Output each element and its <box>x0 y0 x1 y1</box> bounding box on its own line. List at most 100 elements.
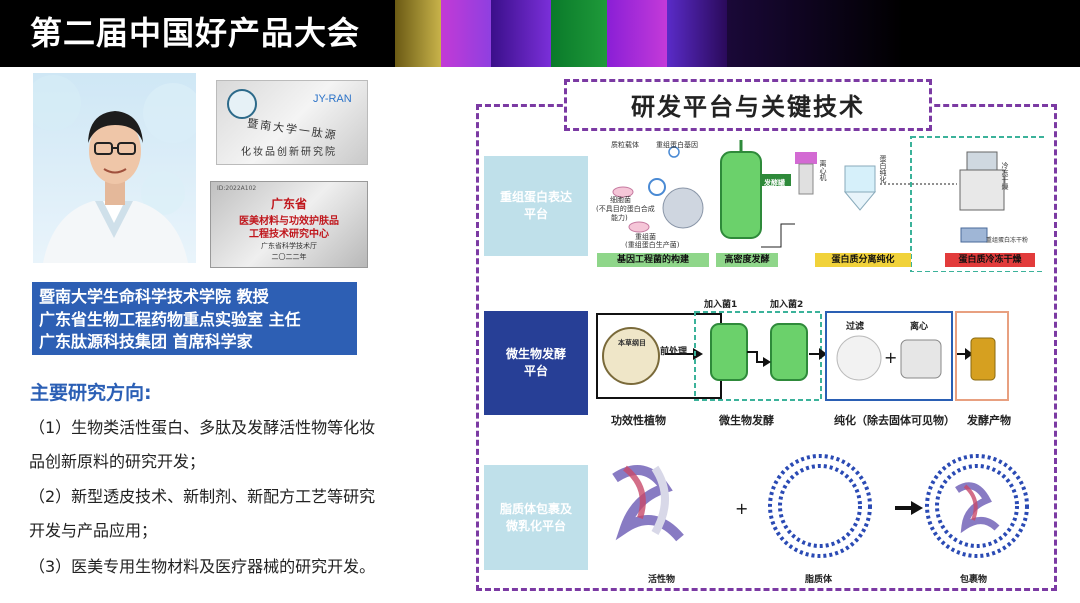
row-label-text: 微生物发酵 <box>505 347 566 361</box>
liposome-diagram: + <box>612 454 1029 558</box>
conference-title: 第二届中国好产品大会 <box>30 14 361 52</box>
centrifuge-icon <box>798 163 814 195</box>
diagram-note: 重组蛋白冻干粉 <box>986 237 1029 244</box>
diagram-note: 蛋白纯化 <box>879 155 887 183</box>
decor-stripe <box>607 0 667 67</box>
fermenter-label: 发酵罐 <box>764 179 785 187</box>
research-title: 主要研究方向: <box>30 382 152 404</box>
encapsulated-liposome-icon <box>925 454 1029 558</box>
company-logo: JY-RAN <box>313 93 352 105</box>
profile-line: 广东省生物工程药物重点实验室 主任 <box>39 310 301 329</box>
decor-stripe <box>395 0 441 67</box>
decor-stripe <box>667 0 727 67</box>
cell-icon <box>628 221 650 233</box>
step-caption: 发酵产物 <box>967 414 1011 427</box>
diagram-note: 冷冻干燥 <box>1001 162 1009 190</box>
header-bar: 第二届中国好产品大会 <box>0 0 1080 67</box>
row-label-fermentation: 微生物发酵平台 <box>484 311 588 415</box>
diagram-note: 能力) <box>611 214 628 222</box>
step-caption: 功效性植物 <box>611 414 666 427</box>
centrifuge-tube-icon <box>795 152 817 164</box>
portrait-illustration <box>33 75 196 263</box>
platform-title: 研发平台与关键技术 <box>631 93 865 121</box>
plaque-line: 医美材料与功效护肤品 <box>239 216 339 227</box>
row-label-text: 重组蛋白表达 <box>499 190 572 204</box>
row-label-text: 微乳化平台 <box>505 518 566 533</box>
row-label-liposome: 脂质体包裹及微乳化平台 <box>484 465 588 570</box>
plus-sign: + <box>735 499 748 518</box>
plasmid-icon <box>668 146 680 158</box>
step-label: 过滤 <box>846 322 865 332</box>
microscope-image <box>662 187 704 229</box>
diagram-note: 重组蛋白基因 <box>656 141 698 149</box>
plaque-line: 工程技术研究中心 <box>249 229 329 240</box>
stage-tag: 蛋白质分离纯化 <box>815 253 911 267</box>
step-caption: 纯化（除去固体可见物） <box>834 414 955 427</box>
step-label: 加入菌1 <box>704 300 738 310</box>
plaque-id: ID:2022A102 <box>217 185 257 192</box>
freeze-dryer-icon <box>959 169 1005 211</box>
step-caption: 微生物发酵 <box>719 414 774 427</box>
recombinant-diagram <box>612 136 1045 272</box>
product-jar-icon <box>970 337 996 381</box>
research-item: （2）新型透皮技术、新制剂、新配方工艺等研究 <box>29 487 376 506</box>
profile-box: 暨南大学生命科学技术学院 教授 广东省生物工程药物重点实验室 主任 广东肽源科技… <box>32 282 357 355</box>
row-label-text: 脂质体包裹及 <box>499 501 572 516</box>
fermenter-icon <box>770 323 808 381</box>
flow-arrow <box>761 223 795 248</box>
centrifuge-icon <box>900 339 942 379</box>
fermenter-controller <box>761 174 791 186</box>
fermentation-diagram: + <box>596 311 1009 401</box>
diagram-note: 细胞菌 <box>610 196 631 204</box>
speaker-portrait <box>33 73 196 263</box>
research-item: 开发与产品应用； <box>29 521 158 540</box>
decor-stripe <box>441 0 491 67</box>
stage-tag: 基因工程菌的构建 <box>597 253 709 267</box>
purification-column-icon <box>844 165 876 193</box>
decor-stripe <box>491 0 551 67</box>
decor-stripe <box>727 0 1080 67</box>
row-label-text: 平台 <box>523 364 548 378</box>
row-label-recombinant: 重组蛋白表达平台 <box>484 156 588 256</box>
fermenter-icon <box>710 323 748 381</box>
filter-icon <box>836 335 882 381</box>
stage-tag: 高密度发酵 <box>716 253 778 267</box>
freeze-dry-box <box>910 136 1045 272</box>
research-item: 品创新原料的研究开发； <box>29 452 206 471</box>
diagram-note: 质粒载体 <box>611 141 639 149</box>
herbal-book-icon <box>602 327 660 385</box>
fermenter-icon <box>720 151 762 239</box>
center-plaque: ID:2022A102 广东省 医美材料与功效护肤品 工程技术研究中心 广东省科… <box>210 181 368 268</box>
plus-sign: + <box>884 348 897 367</box>
research-item: （1）生物类活性蛋白、多肽及发酵活性物等化妆 <box>29 418 376 437</box>
step-label: 离心 <box>910 322 929 332</box>
diagram-note: 重组菌 <box>635 233 656 241</box>
diagram-note: (重组蛋白生产菌) <box>625 241 680 249</box>
plaque-line: 化妆品创新研究院 <box>241 147 337 158</box>
plaque-line: 广东省 <box>270 197 307 211</box>
product-box <box>955 311 1009 401</box>
diagram-note: (不具目的蛋白合成 <box>596 205 655 213</box>
profile-line: 暨南大学生命科学技术学院 教授 <box>39 287 269 306</box>
university-seal-icon <box>227 89 257 119</box>
vials-icon <box>960 227 988 243</box>
step-caption: 脂质体 <box>805 575 833 585</box>
herbal-book-title: 本草纲目 <box>618 339 646 347</box>
step-caption: 包裹物 <box>960 575 988 585</box>
profile-line: 广东肽源科技集团 首席科学家 <box>39 332 253 351</box>
platform-title-box: 研发平台与关键技术 <box>564 79 932 131</box>
plaque-issuer: 广东省科学技术厅 <box>261 242 317 250</box>
plaque-line: 暨南大学一肽源 <box>246 116 339 143</box>
plaque-year: 二〇二二年 <box>271 253 307 261</box>
cell-icon <box>612 186 634 198</box>
step-label: 加入菌2 <box>770 300 804 310</box>
step-label: 前处理 <box>660 347 688 357</box>
institute-plaque: JY-RAN 暨南大学一肽源 化妆品创新研究院 <box>216 80 368 165</box>
diagram-note: 离心机 <box>819 160 827 181</box>
liposome-icon <box>768 454 872 558</box>
decor-stripe <box>551 0 607 67</box>
row-label-text: 平台 <box>523 207 548 221</box>
purification-box <box>825 311 953 401</box>
stage-tag: 蛋白质冷冻干燥 <box>945 253 1035 267</box>
plasmid-icon <box>648 178 666 196</box>
